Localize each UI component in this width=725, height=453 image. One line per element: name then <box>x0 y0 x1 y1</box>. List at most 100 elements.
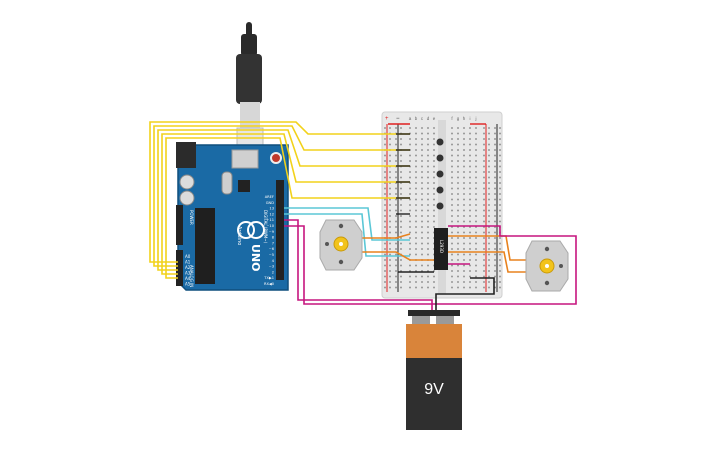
breadboard-hole <box>483 248 485 250</box>
breadboard-hole <box>400 237 402 239</box>
breadboard-column-letter: d <box>427 116 430 121</box>
pin-label: RX◀0 <box>264 282 275 286</box>
breadboard-hole <box>463 127 465 129</box>
breadboard-hole <box>457 138 459 140</box>
breadboard-hole <box>384 204 386 206</box>
rail-plus-label: + <box>385 116 389 122</box>
breadboard-hole <box>494 204 496 206</box>
pin-label: 8 <box>272 236 275 240</box>
dc-motor-left <box>319 219 363 271</box>
breadboard-hole <box>488 281 490 283</box>
breadboard-hole <box>483 264 485 267</box>
button <box>436 170 444 178</box>
breadboard-hole <box>494 193 496 195</box>
breadboard-hole <box>427 209 429 212</box>
breadboard-hole <box>389 248 391 250</box>
breadboard-hole <box>400 160 402 162</box>
breadboard-hole <box>494 171 496 173</box>
breadboard-hole <box>415 149 417 151</box>
breadboard-hole <box>421 143 423 146</box>
breadboard-hole <box>494 220 496 223</box>
breadboard-hole <box>463 286 465 289</box>
breadboard-hole <box>400 259 402 261</box>
breadboard-hole <box>395 242 397 245</box>
breadboard-hole <box>421 248 423 250</box>
breadboard-hole <box>488 149 490 151</box>
breadboard-hole <box>451 187 453 190</box>
breadboard-hole <box>395 259 397 261</box>
breadboard-hole <box>433 275 435 278</box>
breadboard-hole <box>421 286 423 289</box>
button <box>436 138 444 146</box>
breadboard-column-letter: c <box>421 116 424 121</box>
breadboard-hole <box>469 237 471 239</box>
breadboard-hole <box>469 160 471 162</box>
breadboard-hole <box>389 281 391 283</box>
breadboard-hole <box>451 143 453 146</box>
breadboard-hole <box>451 226 453 228</box>
breadboard-hole <box>475 209 477 212</box>
breadboard-hole <box>475 259 477 261</box>
breadboard-hole <box>409 127 411 129</box>
breadboard-hole <box>457 198 459 201</box>
breadboard-hole <box>463 275 465 278</box>
breadboard-hole <box>451 132 453 135</box>
breadboard-hole <box>421 253 423 256</box>
breadboard-hole <box>415 209 417 212</box>
breadboard-hole <box>415 182 417 184</box>
breadboard-hole <box>488 132 490 135</box>
digital-header <box>276 180 284 280</box>
breadboard-hole <box>457 149 459 151</box>
breadboard-hole <box>421 182 423 184</box>
breadboard-hole <box>494 149 496 151</box>
breadboard-hole <box>421 264 423 267</box>
breadboard-hole <box>499 248 501 250</box>
breadboard-hole <box>400 281 402 283</box>
breadboard-hole <box>463 253 465 256</box>
wires-magenta <box>284 219 577 312</box>
breadboard-hole <box>433 176 435 179</box>
breadboard-hole <box>475 149 477 151</box>
breadboard-hole <box>469 198 471 201</box>
breadboard-hole <box>457 209 459 212</box>
breadboard-hole <box>483 198 485 201</box>
pin-label: TX▶1 <box>263 276 274 280</box>
breadboard-hole <box>384 226 386 228</box>
breadboard-hole <box>451 209 453 212</box>
breadboard-hole <box>389 209 391 212</box>
breadboard-hole <box>483 132 485 135</box>
breadboard-hole <box>457 160 459 162</box>
breadboard-hole <box>451 182 453 184</box>
breadboard-hole <box>475 182 477 184</box>
breadboard-hole <box>389 198 391 201</box>
analog-pin-label: A0 <box>185 254 191 259</box>
breadboard-hole <box>499 209 501 212</box>
breadboard-hole <box>469 253 471 256</box>
breadboard-hole <box>384 198 386 201</box>
breadboard-hole <box>475 237 477 239</box>
breadboard-hole <box>415 154 417 157</box>
breadboard-hole <box>494 264 496 267</box>
breadboard-hole <box>409 275 411 278</box>
breadboard-hole <box>409 198 411 201</box>
breadboard-hole <box>421 193 423 195</box>
breadboard-hole <box>488 270 490 272</box>
breadboard-hole <box>469 149 471 151</box>
breadboard-hole <box>469 154 471 157</box>
breadboard-hole <box>457 259 459 261</box>
breadboard-hole <box>451 231 453 234</box>
breadboard-hole <box>475 176 477 179</box>
breadboard-hole <box>415 231 417 234</box>
breadboard-hole <box>499 281 501 283</box>
analog-pin-label: A3 <box>185 271 191 276</box>
breadboard-hole <box>469 138 471 140</box>
battery-copper-top <box>406 324 462 358</box>
breadboard-hole <box>463 281 465 283</box>
breadboard-hole <box>409 187 411 190</box>
breadboard-hole <box>475 226 477 228</box>
breadboard-hole <box>463 226 465 228</box>
breadboard-hole <box>488 138 490 140</box>
breadboard-hole <box>415 237 417 239</box>
breadboard-hole <box>475 160 477 162</box>
